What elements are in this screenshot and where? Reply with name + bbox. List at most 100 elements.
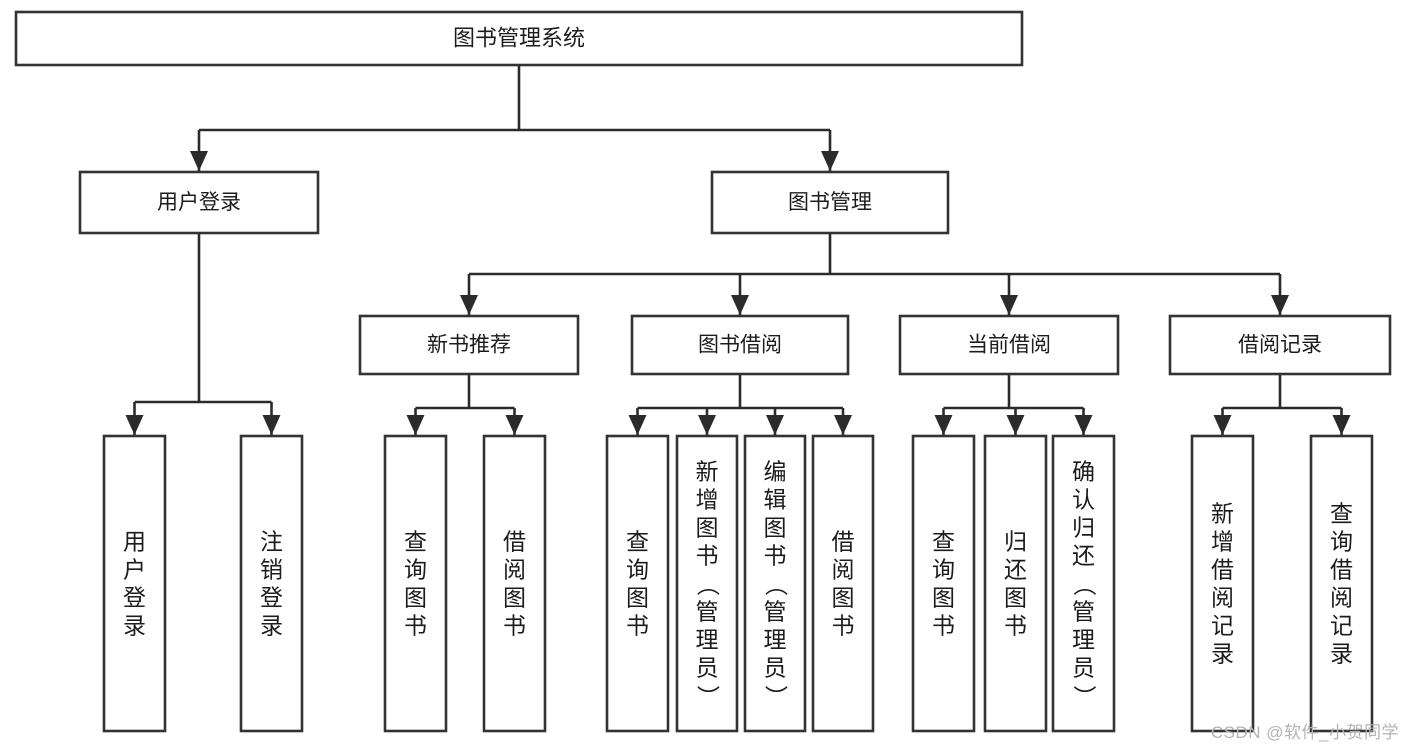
node-box-user-login — [78, 170, 320, 235]
node-label-char: 图 — [404, 585, 427, 611]
node-label-char: 询 — [932, 557, 955, 583]
node-label-char: 书 — [932, 613, 955, 639]
node-label-char: 询 — [404, 557, 427, 583]
node-box-leaf-return-book — [983, 434, 1048, 733]
node-label-root: 图书管理系统 — [453, 25, 585, 50]
node-label-char: 登 — [260, 585, 283, 611]
node-box-leaf-query-borrow-record — [1309, 434, 1374, 733]
node-label-char: 理 — [1072, 627, 1095, 653]
node-label-char: 增 — [1211, 529, 1234, 555]
node-new-book-recommend[interactable]: 新书推荐 — [358, 314, 580, 376]
arrow-head-icon — [821, 151, 839, 171]
node-root[interactable]: 图书管理系统 — [14, 10, 1024, 67]
node-label-char: 用 — [123, 529, 146, 555]
arrow-head-icon — [731, 295, 749, 315]
node-current-borrow[interactable]: 当前借阅 — [898, 314, 1120, 376]
node-box-leaf-borrow-book-recommend — [482, 434, 547, 733]
node-label-char: （ — [763, 573, 789, 596]
arrow-head-icon — [1074, 415, 1093, 435]
node-label-new-book-recommend: 新书推荐 — [427, 334, 511, 357]
node-label-char: 认 — [1072, 487, 1095, 513]
node-box-leaf-edit-book-admin — [743, 434, 807, 733]
node-label-char: 编 — [764, 459, 787, 485]
node-label-char: 录 — [1211, 641, 1234, 667]
node-box-book-management — [710, 170, 950, 235]
csdn-watermark: CSDN @软件_小贺同学 — [1210, 723, 1399, 742]
node-label-char: 询 — [1330, 529, 1353, 555]
node-label-char: 管 — [1072, 599, 1095, 625]
node-label-char: ） — [695, 685, 721, 708]
node-label-book-borrow: 图书借阅 — [698, 334, 782, 357]
node-book-management[interactable]: 图书管理 — [710, 170, 950, 235]
node-box-leaf-query-book-current — [911, 434, 976, 733]
node-label-char: 书 — [626, 613, 649, 639]
node-label-user-login: 用户登录 — [157, 191, 241, 214]
node-label-current-borrow: 当前借阅 — [967, 334, 1051, 357]
node-layer: 图书管理系统用户登录图书管理新书推荐图书借阅当前借阅借阅记录用户登录注销登录查询… — [14, 10, 1392, 733]
node-label-char: 借 — [832, 529, 855, 555]
node-label-char: 借 — [503, 529, 526, 555]
node-label-char: 录 — [1330, 641, 1353, 667]
node-box-new-book-recommend — [358, 314, 580, 376]
arrow-head-icon — [460, 295, 478, 315]
arrow-head-icon — [406, 415, 425, 435]
arrow-head-icon — [190, 151, 208, 171]
node-label-char: （ — [1072, 573, 1098, 596]
node-label-char: 图 — [696, 515, 719, 541]
arrow-head-icon — [628, 415, 647, 435]
node-label-char: 借 — [1330, 557, 1353, 583]
node-leaf-user-login[interactable]: 用户登录 — [102, 434, 167, 733]
node-label-char: 归 — [1004, 529, 1027, 555]
arrow-head-icon — [698, 415, 716, 435]
node-label-char: 查 — [626, 529, 649, 555]
node-label-char: 书 — [404, 613, 427, 639]
node-label-char: 查 — [932, 529, 955, 555]
node-label-char: 理 — [764, 627, 787, 653]
node-label-char: 书 — [696, 543, 719, 569]
node-label-char: 图 — [764, 515, 787, 541]
node-label-char: 销 — [260, 557, 283, 583]
node-box-leaf-add-book-admin — [675, 434, 739, 733]
node-label-char: 图 — [1004, 585, 1027, 611]
node-label-char: 增 — [696, 487, 719, 513]
node-box-leaf-add-borrow-record — [1190, 434, 1255, 733]
node-label-char: 阅 — [1211, 585, 1234, 611]
node-label-char: 询 — [626, 557, 649, 583]
node-label-char: 注 — [260, 529, 283, 555]
arrow-head-icon — [1213, 415, 1232, 435]
node-box-leaf-confirm-return-admin — [1051, 434, 1116, 733]
node-user-login[interactable]: 用户登录 — [78, 170, 320, 235]
node-label-char: 查 — [404, 529, 427, 555]
node-borrow-record[interactable]: 借阅记录 — [1168, 314, 1392, 376]
arrow-head-icon — [934, 415, 953, 435]
node-label-char: 还 — [1072, 543, 1095, 569]
node-label-char: 确 — [1072, 459, 1095, 485]
node-label-char: ） — [1072, 685, 1098, 708]
node-label-char: 员 — [764, 655, 787, 681]
node-label-char: 图 — [626, 585, 649, 611]
arrow-head-icon — [1000, 295, 1018, 315]
node-label-char: 阅 — [503, 557, 526, 583]
node-label-char: 员 — [696, 655, 719, 681]
node-label-book-management: 图书管理 — [788, 191, 872, 214]
node-label-char: 录 — [260, 613, 283, 639]
node-box-current-borrow — [898, 314, 1120, 376]
node-label-char: 图 — [503, 585, 526, 611]
node-book-borrow[interactable]: 图书借阅 — [630, 314, 850, 376]
node-label-char: 还 — [1004, 557, 1027, 583]
node-label-char: 理 — [696, 627, 719, 653]
node-box-leaf-query-book-borrow — [605, 434, 670, 733]
